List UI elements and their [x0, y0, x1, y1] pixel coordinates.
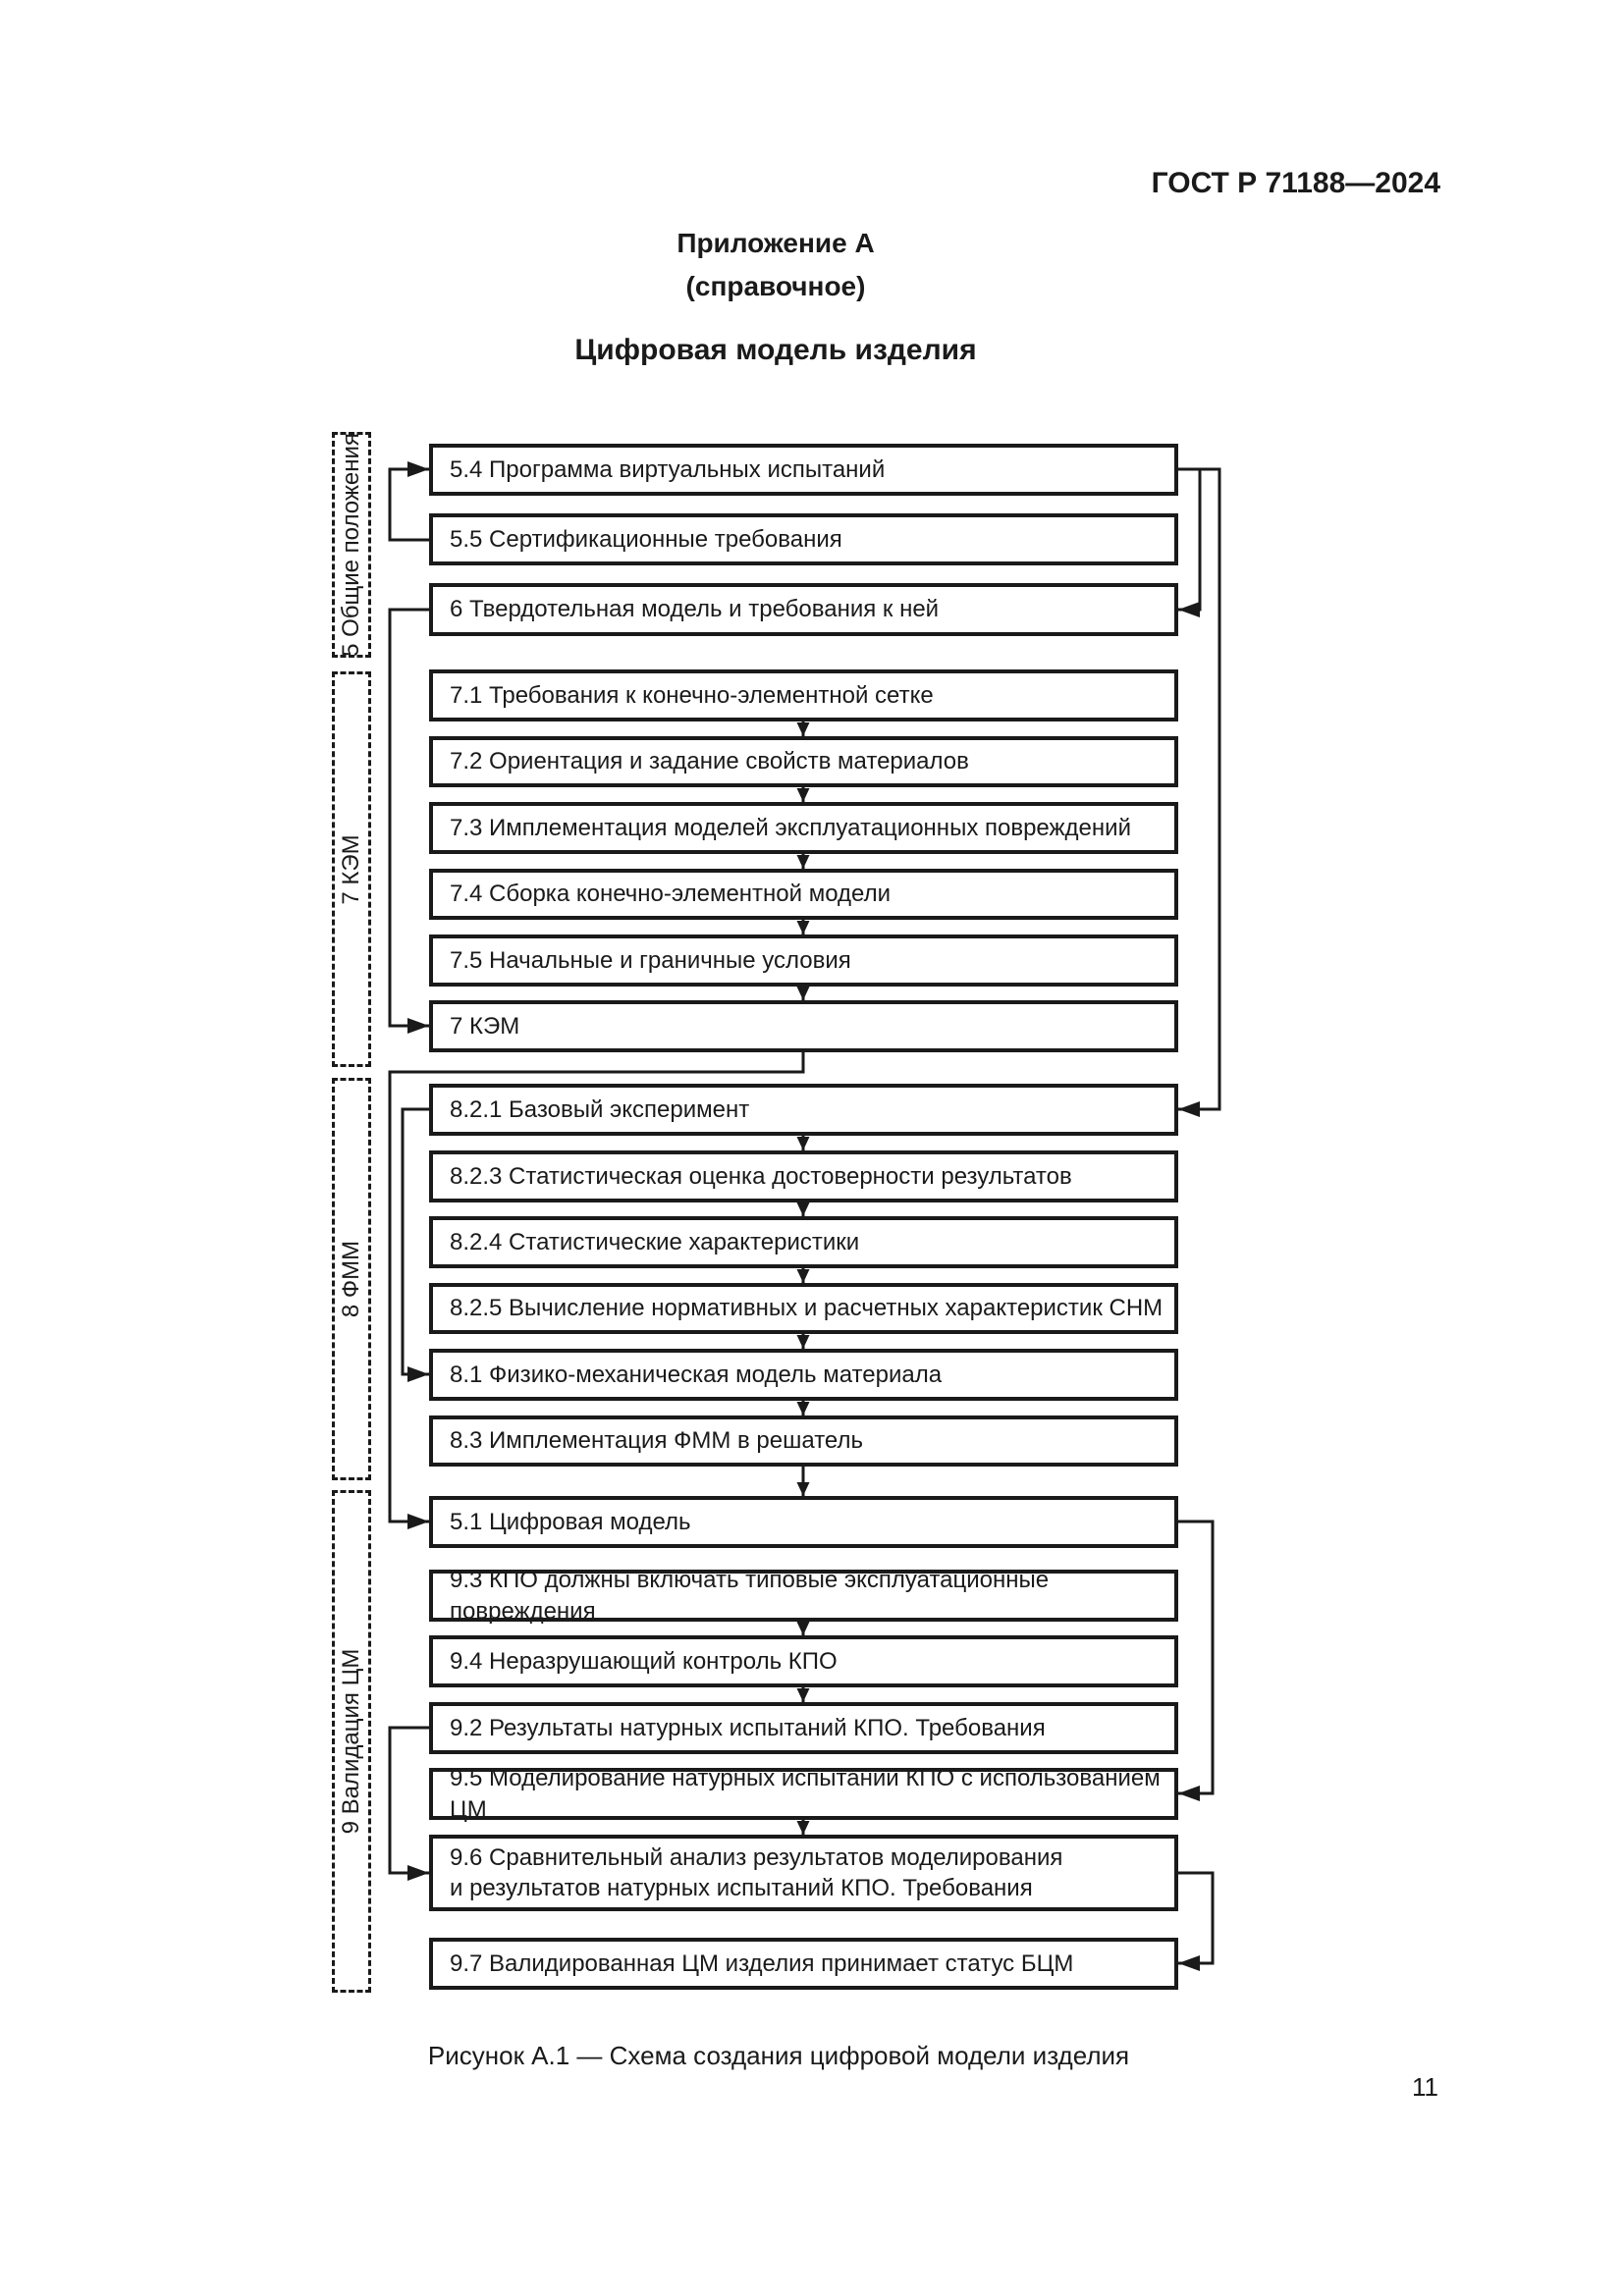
box-8-1-label: 8.1 Физико-механическая модель материала — [450, 1361, 943, 1388]
conn-5-1-to-9-5 — [1178, 1520, 1215, 1801]
conn-5-5-to-5-4 — [388, 461, 429, 542]
group-9-label: 9 Валидация ЦМ — [338, 1648, 364, 1835]
box-9-6: 9.6 Сравнительный анализ результатов мод… — [429, 1835, 1178, 1911]
box-5-5: 5.5 Сертификационные требования — [429, 513, 1178, 565]
box-5-4: 5.4 Программа виртуальных испытаний — [429, 444, 1178, 496]
conn-9-6-to-9-7 — [1178, 1871, 1215, 1971]
group-7: 7 КЭМ — [332, 671, 371, 1067]
box-8-2-5-label: 8.2.5 Вычисление нормативных и расчетных… — [450, 1295, 1164, 1322]
box-5-5-label: 5.5 Сертификационные требования — [450, 525, 842, 553]
box-8-2-4-label: 8.2.4 Статистические характеристики — [450, 1228, 860, 1255]
box-8-2-3-label: 8.2.3 Статистическая оценка достоверност… — [450, 1162, 1072, 1190]
box-8-2-3: 8.2.3 Статистическая оценка достоверност… — [429, 1150, 1178, 1202]
conn-7-to-5-1 — [388, 1052, 805, 1529]
group-7-label: 7 КЭМ — [338, 833, 364, 905]
document-code: ГОСТ Р 71188—2024 — [1151, 167, 1440, 199]
box-6-label: 6 Твердотельная модель и требования к не… — [450, 596, 940, 623]
group-5-label: 5 Общие положения — [338, 433, 364, 657]
box-8-2-5: 8.2.5 Вычисление нормативных и расчетных… — [429, 1283, 1178, 1334]
figure-caption: Рисунок А.1 — Схема создания цифровой мо… — [427, 2041, 1130, 2070]
box-9-4-label: 9.4 Неразрушающий контроль КПО — [450, 1647, 838, 1675]
box-7-5-label: 7.5 Начальные и граничные условия — [450, 946, 851, 974]
box-7: 7 КЭМ — [429, 1000, 1178, 1052]
box-8-3: 8.3 Имплементация ФММ в решатель — [429, 1415, 1178, 1467]
box-8-2-4: 8.2.4 Статистические характеристики — [429, 1216, 1178, 1268]
box-8-1: 8.1 Физико-механическая модель материала — [429, 1349, 1178, 1401]
box-9-3: 9.3 КПО должны включать типовые эксплуат… — [429, 1567, 1178, 1625]
conn-9-2-to-9-6 — [388, 1726, 429, 1881]
box-7-label: 7 КЭМ — [450, 1012, 520, 1040]
group-5: 5 Общие положения — [332, 432, 371, 658]
box-8-2-1: 8.2.1 Базовый эксперимент — [429, 1084, 1178, 1136]
conn-6-to-7 — [388, 608, 429, 1034]
box-7-1-label: 7.1 Требования к конечно-элементной сетк… — [450, 681, 934, 709]
box-7-5: 7.5 Начальные и граничные условия — [429, 934, 1178, 987]
appendix-note: (справочное) — [685, 271, 866, 301]
box-5-1: 5.1 Цифровая модель — [429, 1496, 1178, 1548]
box-9-7-label: 9.7 Валидированная ЦМ изделия принимает … — [450, 1949, 1074, 1977]
box-7-4: 7.4 Сборка конечно-элементной модели — [429, 869, 1178, 920]
group-8: 8 ФММ — [332, 1078, 371, 1480]
box-5-4-label: 5.4 Программа виртуальных испытаний — [450, 455, 886, 483]
box-9-3-label: 9.3 КПО должны включать типовые эксплуат… — [450, 1567, 1050, 1625]
box-7-4-label: 7.4 Сборка конечно-элементной модели — [450, 881, 891, 908]
box-5-1-label: 5.1 Цифровая модель — [450, 1508, 691, 1535]
box-8-2-1-label: 8.2.1 Базовый эксперимент — [450, 1095, 750, 1123]
box-9-5-label: 9.5 Моделирование натурных испытаний КПО… — [450, 1765, 1161, 1823]
box-7-3: 7.3 Имплементация моделей эксплуатационн… — [429, 802, 1178, 854]
appendix-title: Приложение А — [677, 228, 875, 258]
box-7-2-label: 7.2 Ориентация и задание свойств материа… — [450, 748, 969, 775]
box-9-4: 9.4 Неразрушающий контроль КПО — [429, 1635, 1178, 1687]
box-9-2-label: 9.2 Результаты натурных испытаний КПО. Т… — [450, 1714, 1046, 1741]
box-7-2: 7.2 Ориентация и задание свойств материа… — [429, 736, 1178, 787]
conn-8-2-1-to-8-1 — [401, 1107, 429, 1382]
box-9-6-label: 9.6 Сравнительный анализ результатов мод… — [450, 1843, 1063, 1901]
box-8-3-label: 8.3 Имплементация ФММ в решатель — [450, 1427, 863, 1455]
box-9-7: 9.7 Валидированная ЦМ изделия принимает … — [429, 1938, 1178, 1990]
box-9-2: 9.2 Результаты натурных испытаний КПО. Т… — [429, 1702, 1178, 1754]
box-9-5: 9.5 Моделирование натурных испытаний КПО… — [429, 1765, 1178, 1823]
group-8-label: 8 ФММ — [338, 1240, 364, 1318]
box-7-1: 7.1 Требования к конечно-элементной сетк… — [429, 669, 1178, 721]
conn-5-4-to-8-2-1 — [1178, 467, 1221, 1117]
box-6: 6 Твердотельная модель и требования к не… — [429, 583, 1178, 636]
page-number: 11 — [1412, 2072, 1438, 2102]
page-title: Цифровая модель изделия — [574, 334, 977, 366]
group-9: 9 Валидация ЦМ — [332, 1490, 371, 1993]
conn-5-4-to-6 — [1178, 467, 1202, 617]
box-7-3-label: 7.3 Имплементация моделей эксплуатационн… — [450, 814, 1131, 841]
